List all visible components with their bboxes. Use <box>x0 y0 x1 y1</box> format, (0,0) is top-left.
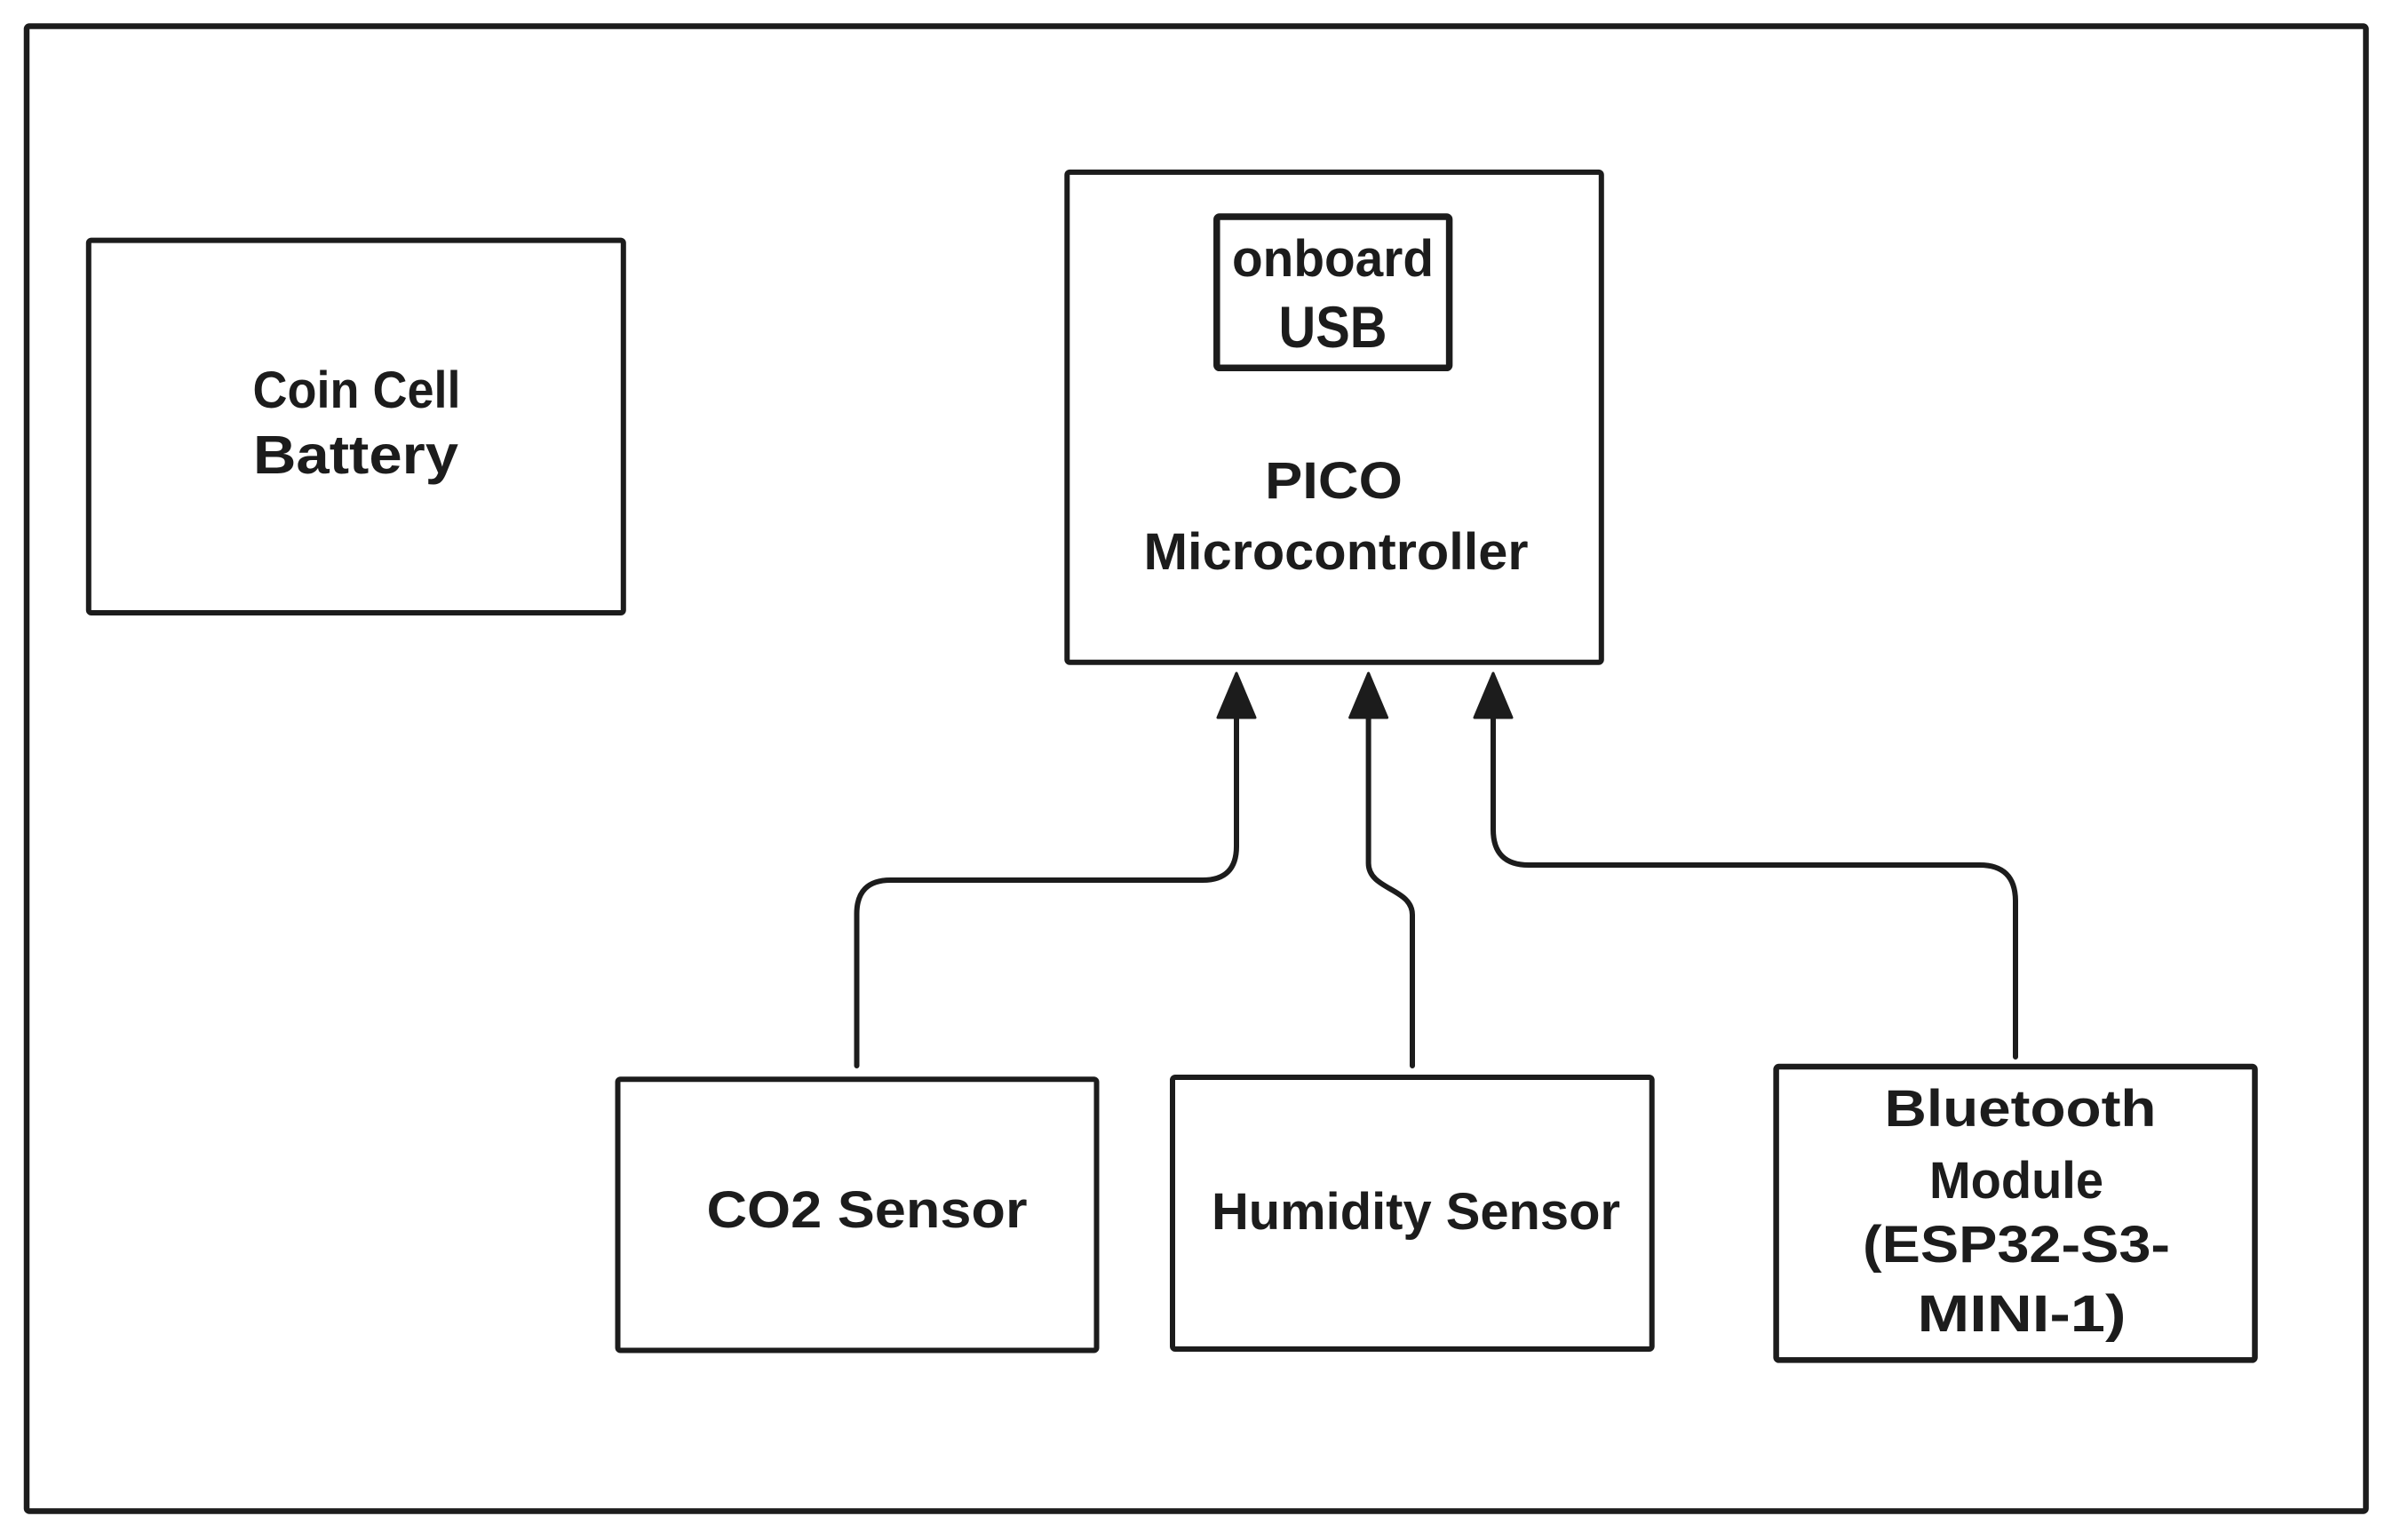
svg-text:MINI-1): MINI-1) <box>1918 1285 2127 1343</box>
svg-text:Module: Module <box>1929 1152 2103 1210</box>
svg-text:Humidity Sensor: Humidity Sensor <box>1212 1183 1620 1241</box>
svg-text:Coin Cell: Coin Cell <box>253 361 461 419</box>
svg-text:PICO: PICO <box>1265 452 1403 510</box>
svg-text:(ESP32-S3-: (ESP32-S3- <box>1863 1216 2170 1274</box>
svg-text:Battery: Battery <box>253 425 458 485</box>
svg-text:Bluetooth: Bluetooth <box>1885 1080 2157 1138</box>
svg-text:USB: USB <box>1279 294 1387 360</box>
svg-text:onboard: onboard <box>1232 230 1434 288</box>
svg-text:Microcontroller: Microcontroller <box>1144 523 1529 581</box>
svg-text:CO2 Sensor: CO2 Sensor <box>707 1181 1028 1239</box>
